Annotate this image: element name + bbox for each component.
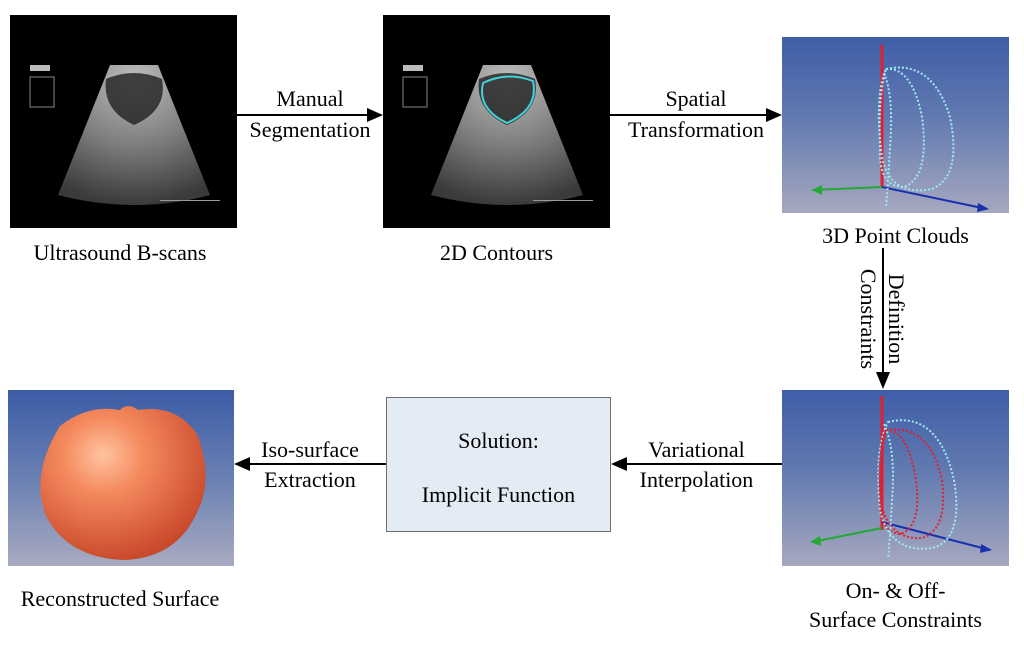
edge-label-constraints: Constraints — [855, 259, 881, 379]
edge-label-variational: Variational — [611, 437, 782, 463]
label-2d-contours: 2D Contours — [383, 240, 610, 266]
edge-label-interpolation: Interpolation — [611, 467, 782, 493]
edge-label-transformation: Transformation — [610, 117, 782, 143]
edge-label-spatial: Spatial — [610, 86, 782, 112]
edge-label-isosurface: Iso-surface — [234, 437, 386, 463]
edge-label-segmentation: Segmentation — [237, 117, 383, 143]
label-constraints-line2: Surface Constraints — [780, 607, 1011, 633]
label-constraints-line1: On- & Off- — [780, 578, 1011, 604]
edge-label-extraction: Extraction — [234, 467, 386, 493]
label-3d-point-clouds: 3D Point Clouds — [780, 223, 1011, 249]
edge-label-definition: Definition — [883, 259, 909, 379]
edge-label-manual: Manual — [237, 86, 383, 112]
label-reconstructed-surface: Reconstructed Surface — [0, 586, 240, 612]
label-ultrasound-bscans: Ultrasound B-scans — [0, 240, 240, 266]
